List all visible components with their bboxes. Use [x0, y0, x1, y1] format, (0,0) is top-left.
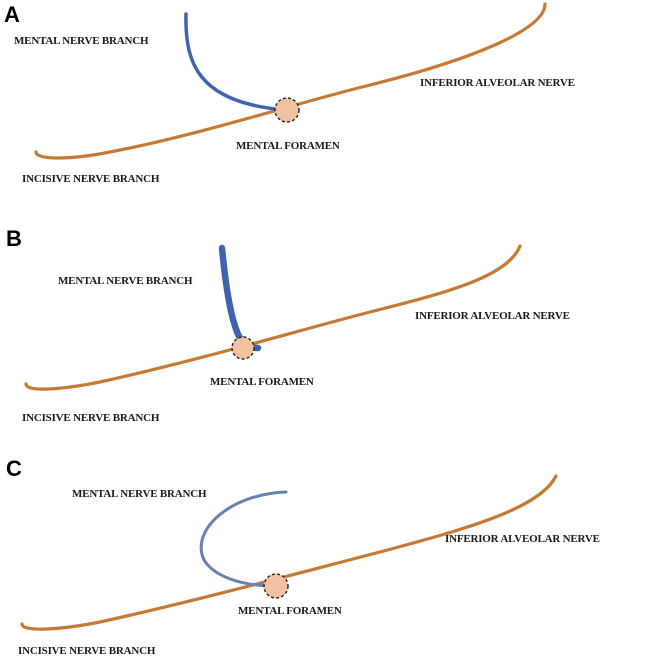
mental-foramen-label-a: MENTAL FORAMEN [236, 140, 340, 152]
panel-letter-b: B [6, 226, 22, 251]
panel-a: A MENTAL NERVE BRANCH INFERIOR ALVEOLAR … [4, 2, 575, 185]
mental-nerve-branch-label-a: MENTAL NERVE BRANCH [14, 35, 149, 47]
mental-nerve-branch-a [184, 12, 288, 112]
mental-nerve-branch-c [199, 490, 288, 588]
inferior-alveolar-nerve-label-b: INFERIOR ALVEOLAR NERVE [415, 310, 570, 322]
mental-foramen-b [231, 336, 255, 360]
mental-foramen-label-c: MENTAL FORAMEN [238, 605, 342, 617]
inferior-alveolar-nerve-c [20, 474, 558, 631]
panel-b: B MENTAL NERVE BRANCH INFERIOR ALVEOLAR … [6, 226, 570, 424]
inferior-alveolar-nerve-b [24, 244, 522, 391]
incisive-nerve-branch-label-b: INCISIVE NERVE BRANCH [22, 412, 160, 424]
panel-letter-c: C [6, 456, 22, 481]
mental-nerve-branch-b [218, 244, 262, 352]
mental-nerve-branch-label-c: MENTAL NERVE BRANCH [72, 488, 207, 500]
mental-foramen-a [274, 97, 300, 123]
panel-letter-a: A [4, 2, 20, 27]
incisive-nerve-branch-label-a: INCISIVE NERVE BRANCH [22, 173, 160, 185]
mental-foramen-label-b: MENTAL FORAMEN [210, 376, 314, 388]
mental-nerve-branch-label-b: MENTAL NERVE BRANCH [58, 275, 193, 287]
incisive-nerve-branch-label-c: INCISIVE NERVE BRANCH [18, 645, 156, 657]
inferior-alveolar-nerve-label-c: INFERIOR ALVEOLAR NERVE [445, 533, 600, 545]
inferior-alveolar-nerve-label-a: INFERIOR ALVEOLAR NERVE [420, 77, 575, 89]
panel-c: C MENTAL NERVE BRANCH INFERIOR ALVEOLAR … [6, 456, 600, 657]
mental-foramen-c [263, 573, 289, 599]
